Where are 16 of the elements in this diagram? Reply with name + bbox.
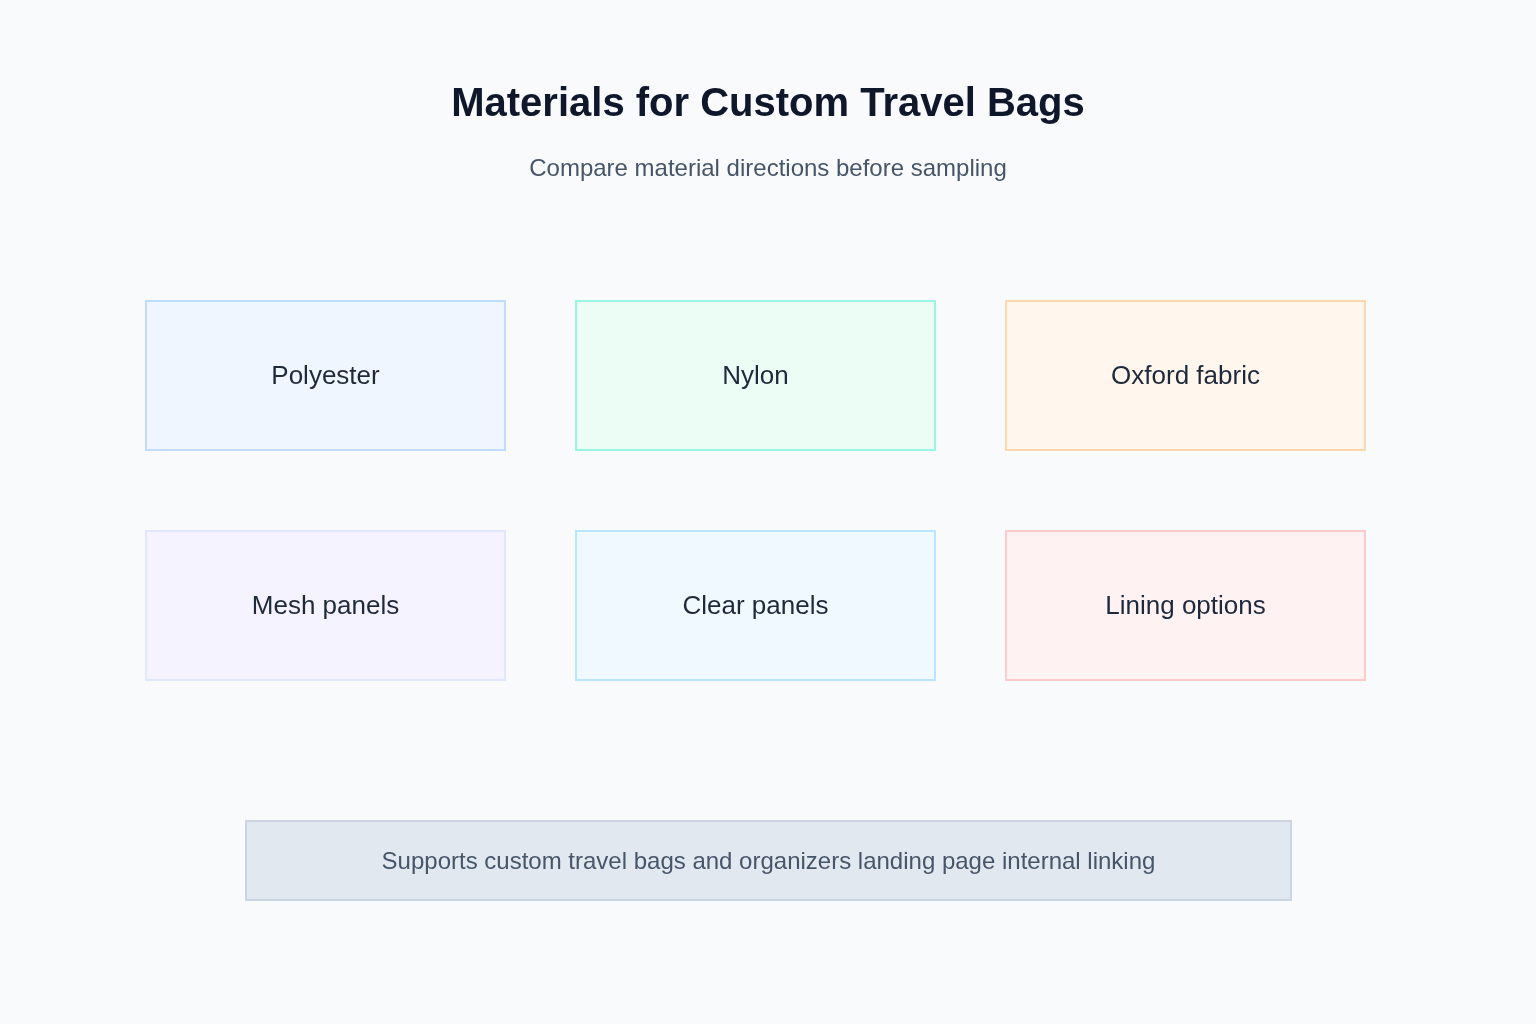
material-label: Lining options bbox=[1105, 590, 1266, 621]
material-card bbox=[145, 300, 506, 451]
note-text: Supports custom travel bags and organizers landing page internal linking bbox=[381, 846, 1156, 875]
material-card bbox=[1005, 300, 1366, 451]
material-card bbox=[575, 300, 936, 451]
material-card bbox=[1005, 530, 1366, 681]
material-card bbox=[145, 530, 506, 681]
material-label: Clear panels bbox=[682, 590, 829, 621]
material-label: Polyester bbox=[271, 360, 380, 391]
diagram-title: Materials for Custom Travel Bags bbox=[451, 80, 1085, 124]
material-card bbox=[575, 530, 936, 681]
material-label: Oxford fabric bbox=[1111, 360, 1260, 391]
material-label: Nylon bbox=[722, 360, 789, 391]
material-label: Mesh panels bbox=[251, 590, 400, 621]
subtitle: Compare material directions before sampling bbox=[529, 154, 1007, 181]
note-banner bbox=[245, 820, 1292, 901]
